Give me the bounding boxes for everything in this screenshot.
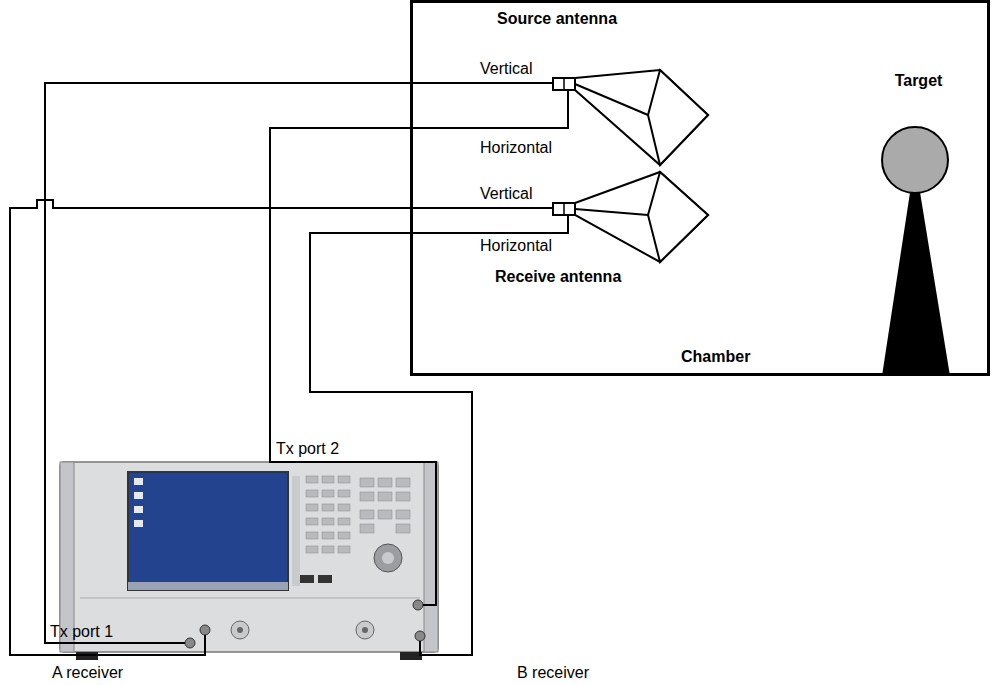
polarization-label: Horizontal (480, 237, 552, 255)
target-sphere: Target (872, 70, 965, 376)
node-label: Chamber (681, 348, 750, 366)
node-label: Target (872, 72, 965, 90)
port-label: Tx port 1 (50, 623, 113, 641)
port-label: Tx port 2 (276, 440, 339, 458)
port-label: A receiver (52, 664, 123, 682)
cables (10, 83, 568, 655)
polarization-label: Horizontal (480, 139, 552, 157)
network-analyzer (60, 462, 438, 660)
polarization-label: Vertical (480, 185, 532, 203)
node-label: Receive antenna (495, 268, 621, 286)
node-label: Source antenna (497, 10, 617, 28)
port-label: B receiver (517, 664, 589, 682)
polarization-label: Vertical (480, 60, 532, 78)
target-sphere-shape (872, 70, 962, 376)
